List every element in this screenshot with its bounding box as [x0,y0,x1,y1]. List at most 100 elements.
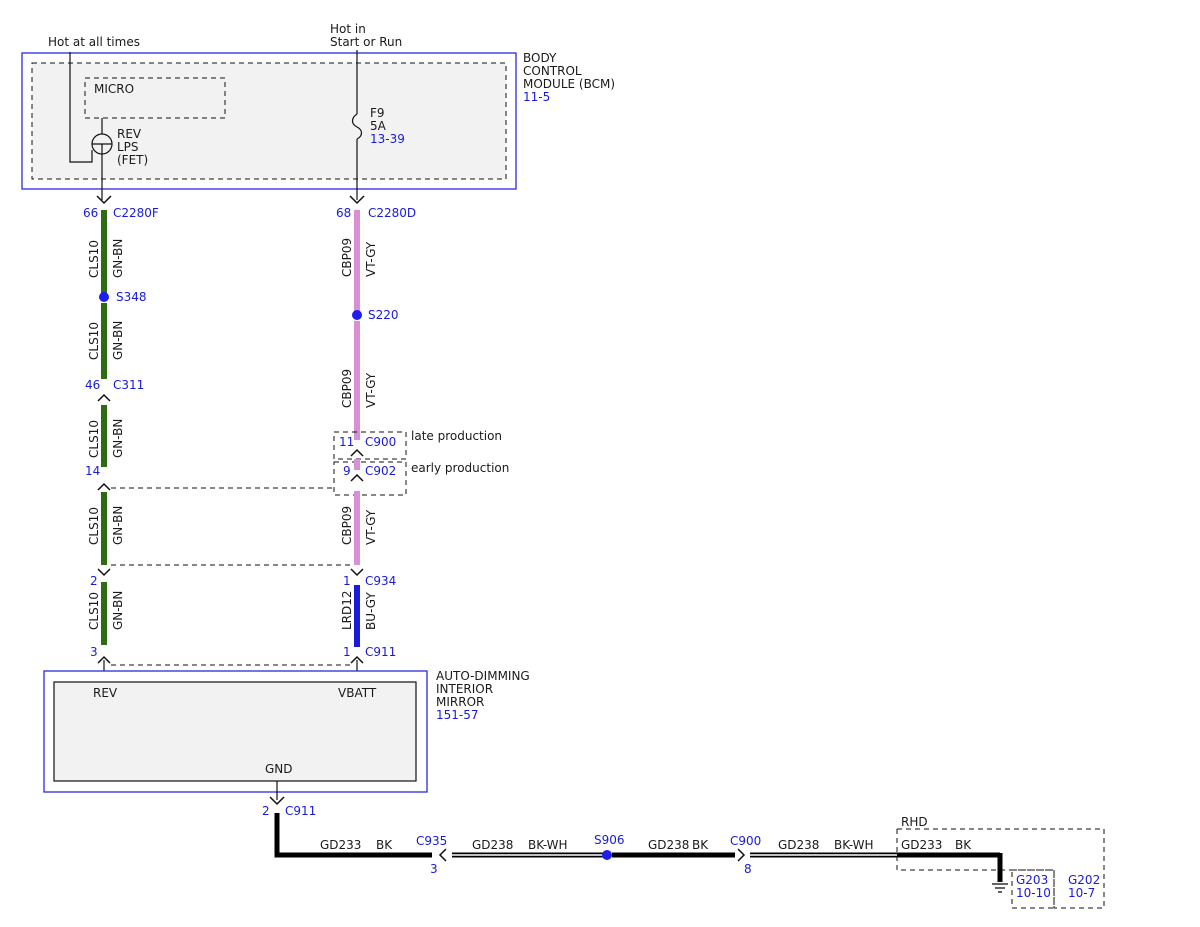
rhd-label: RHD [901,815,928,829]
pin2-connector-symbol [97,568,111,577]
left-seg4-color: GN-BN [111,506,125,545]
mirror-vbatt-pin-label: VBATT [338,686,377,700]
gnd-seg1-color: BK [376,838,393,852]
c902-connector: C902 [365,464,396,478]
s906-splice-dot [602,850,612,860]
s348-splice-label: S348 [116,290,147,304]
mirror-title-line3: MIRROR [436,695,484,709]
bcm-title-line2: CONTROL [523,64,582,78]
pin-2: 2 [90,574,98,588]
mirror-title-line1: AUTO-DIMMING [436,669,530,683]
c935-connector-symbol [438,848,447,862]
c934-connector-symbol [350,568,364,577]
mirror-gnd-pin-label: GND [265,762,293,776]
c2280d-connector: C2280D [368,206,416,220]
gnd-seg2-circuit: GD238 [472,838,513,852]
c902-pin: 9 [343,464,351,478]
pin14-connector-symbol [97,482,111,491]
bcm-module: MICRO BODY CONTROL MODULE (BCM) 11-5 REV… [21,51,615,190]
right-seg2-circuit: CBP09 [340,369,354,408]
fuse-name: F9 [370,106,385,120]
c911-pin: 1 [343,645,351,659]
right-seg3-color: VT-GY [364,509,378,545]
left-seg5-color: GN-BN [111,591,125,630]
left-seg4-circuit: CLS10 [87,507,101,545]
right-seg1-color: VT-GY [364,241,378,277]
gnd-seg5-circuit: GD233 [901,838,942,852]
mirror-ref: 151-57 [436,708,479,722]
c911-connector: C911 [365,645,396,659]
s348-splice-dot [99,292,109,302]
late-production-label: late production [411,429,502,443]
c311-pin: 46 [85,378,100,392]
c311-connector: C311 [113,378,144,392]
right-seg3-circuit: CBP09 [340,506,354,545]
left-seg2-color: GN-BN [111,321,125,360]
c935-label: C935 [416,834,447,848]
g203-ref: 10-10 [1016,886,1051,900]
gnd-seg4-color: BK-WH [834,838,874,852]
pin-3: 3 [90,645,98,659]
c935-pin: 3 [430,862,438,876]
micro-label: MICRO [94,82,134,96]
mirror-title-line2: INTERIOR [436,682,493,696]
gnd-seg4-circuit: GD238 [778,838,819,852]
c911-connector-symbol [350,655,364,664]
gnd-c911-connector-symbol [269,796,285,806]
hot-at-all-times-label: Hot at all times [48,35,140,49]
fuse-ref: 13-39 [370,132,405,146]
c902-connector-symbol [350,473,364,482]
left-seg3-color: GN-BN [111,419,125,458]
fet-label-line3: (FET) [117,153,148,167]
c900-ground-connector-symbol [737,848,746,862]
c900-ground-label: C900 [730,834,761,848]
c900-ground-pin: 8 [744,862,752,876]
start-or-run-label: Start or Run [330,35,402,49]
g202-label: G202 [1068,873,1100,887]
left-seg1-circuit: CLS10 [87,240,101,278]
left-seg1-color: GN-BN [111,239,125,278]
ground-icon [992,883,1008,893]
c2280f-pin: 66 [83,206,98,220]
c311-connector-symbol [97,393,111,402]
gd233-bk-wire-1 [274,813,432,858]
fet-label-line2: LPS [117,140,139,154]
fet-label-line1: REV [117,127,142,141]
late-production-box [333,431,407,460]
g203-dashed-box [1011,869,1055,909]
right-seg4-circuit: LRD12 [340,590,354,630]
s220-splice-dot [352,310,362,320]
gnd-seg1-circuit: GD233 [320,838,361,852]
rhd-dashed-box [896,828,1105,909]
bcm-title-line3: MODULE (BCM) [523,77,615,91]
right-seg1-circuit: CBP09 [340,238,354,277]
fuse-f9: F9 5A 13-39 [351,106,405,146]
left-circuit: 66 C2280F CLS10 GN-BN S348 CLS10 GN-BN 4… [83,195,159,682]
right-seg4-color: BU-GY [364,592,378,630]
rev-lps-fet: REV LPS (FET) [91,127,148,167]
c934-pin: 1 [343,574,351,588]
c2280f-connector-symbol [96,195,112,205]
auto-dimming-mirror: REV VBATT GND AUTO-DIMMING INTERIOR MIRR… [43,669,530,793]
right-circuit: 68 C2280D CBP09 VT-GY S220 CBP09 VT-GY 1… [333,195,509,682]
ground-circuit: 2 C911 GD233 BK C935 3 GD238 BK-WH S906 … [262,781,1105,909]
g202-ref: 10-7 [1068,886,1095,900]
fuse-rating: 5A [370,119,387,133]
fuse-symbol [351,113,363,140]
pin3-connector-symbol [97,655,111,664]
mirror-rev-pin-label: REV [93,686,118,700]
c900-connector: C900 [365,435,396,449]
pin-14: 14 [85,464,100,478]
left-seg2-circuit: CLS10 [87,322,101,360]
g203-label: G203 [1016,873,1048,887]
gnd-seg2-color: BK-WH [528,838,568,852]
hot-at-all-times-wire [69,52,93,163]
gnd-c911-pin: 2 [262,804,270,818]
c2280d-pin: 68 [336,206,351,220]
early-production-label: early production [411,461,509,475]
c900-connector-symbol [350,448,364,457]
gnd-c911-connector: C911 [285,804,316,818]
c934-connector: C934 [365,574,396,588]
c2280d-connector-symbol [349,195,365,205]
